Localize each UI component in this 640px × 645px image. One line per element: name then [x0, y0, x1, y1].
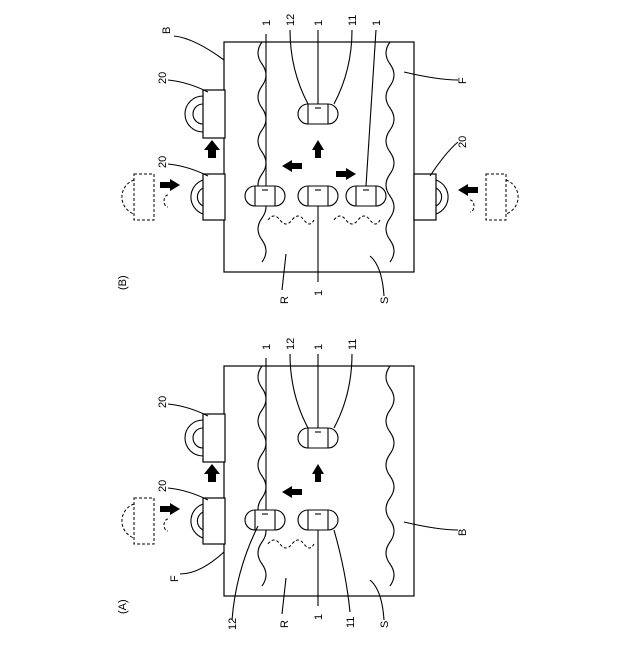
panel-b-label-b: B — [161, 27, 173, 34]
panel-b-label-20-top: 20 — [157, 72, 169, 84]
panel-a-label-12: 12 — [227, 618, 239, 630]
holder-icon — [191, 174, 225, 220]
panel-a-top-1a: 1 — [261, 344, 273, 350]
holder-icon — [185, 414, 225, 462]
panel-b-label-r: R — [279, 296, 291, 304]
capsule-icon — [245, 186, 285, 206]
panel-a-label-b: B — [457, 529, 469, 536]
holder-icon — [122, 498, 168, 544]
panel-b-top-1b: 1 — [313, 20, 325, 26]
panel-a-label-r: R — [279, 620, 291, 628]
capsule-icon — [298, 104, 338, 124]
arrow-icon — [204, 140, 220, 158]
capsule-icon — [245, 510, 285, 530]
arrow-icon — [204, 464, 220, 482]
capsule-icon — [298, 186, 338, 206]
panel-a-label-20-top: 20 — [157, 396, 169, 408]
panel-b-label-20-right: 20 — [457, 136, 469, 148]
arrow-icon — [458, 184, 478, 196]
capsule-icon — [298, 510, 338, 530]
panel-a-label-1: 1 — [313, 614, 325, 620]
holder-icon — [191, 498, 225, 544]
panel-a-top-1b: 1 — [313, 344, 325, 350]
panel-b-label-1: 1 — [313, 290, 325, 296]
capsule-icon — [346, 186, 386, 206]
panel-a-title: (A) — [117, 599, 129, 614]
panel-b-top-12: 12 — [285, 14, 297, 26]
panel-a: (A) — [117, 338, 469, 630]
capsule-icon — [298, 428, 338, 448]
panel-a-top-12: 12 — [285, 338, 297, 350]
panel-a-label-11: 11 — [345, 617, 357, 628]
panel-b-label-s: S — [379, 297, 391, 304]
arrow-icon — [160, 179, 180, 191]
arrow-icon — [160, 503, 180, 515]
panel-b-top-11: 11 — [347, 15, 359, 26]
holder-icon — [470, 174, 518, 220]
panel-a-label-20-mid: 20 — [157, 480, 169, 492]
panel-a-label-s: S — [379, 621, 391, 628]
panel-b-label-f: F — [457, 77, 469, 84]
holder-icon — [122, 174, 168, 220]
leader — [174, 36, 224, 60]
panel-a-top-11: 11 — [347, 339, 359, 350]
panel-b-title: (B) — [117, 275, 129, 290]
panel-b: (B) — [117, 14, 518, 304]
holder-icon — [185, 90, 225, 138]
panel-a-label-f: F — [169, 575, 181, 582]
panel-b-top-1a: 1 — [261, 20, 273, 26]
panel-b-label-20-mid: 20 — [157, 156, 169, 168]
holder-icon — [414, 174, 448, 220]
panel-b-top-1c: 1 — [371, 20, 383, 26]
